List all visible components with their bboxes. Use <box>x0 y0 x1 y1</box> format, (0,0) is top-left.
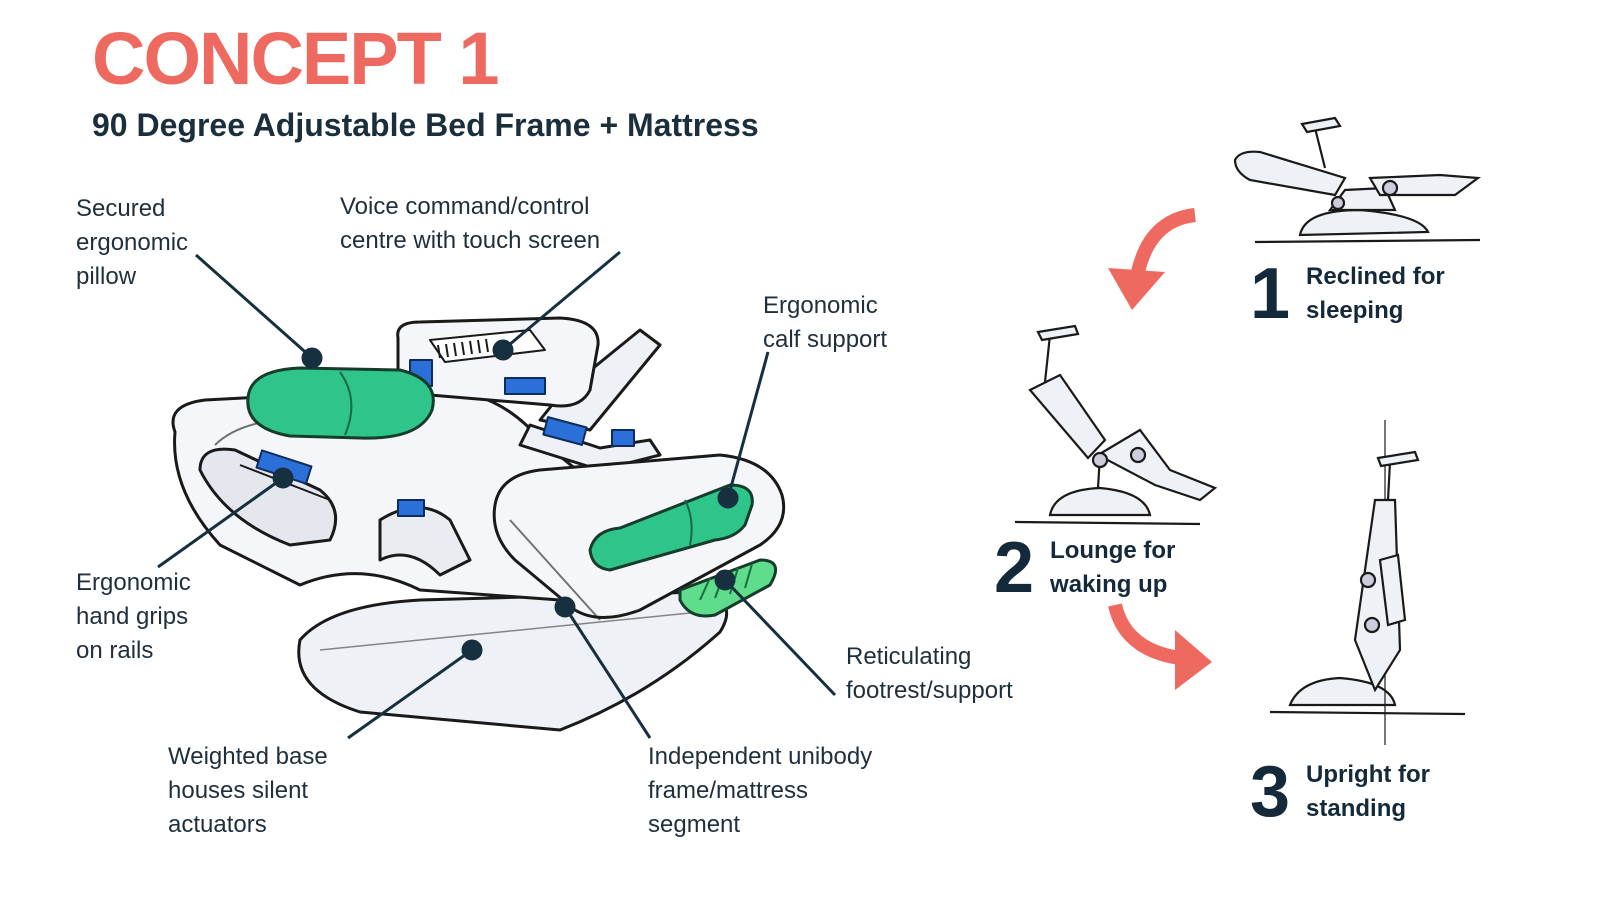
callout-pillow: Secured ergonomic pillow <box>76 195 189 290</box>
reclined-sketch <box>1233 116 1482 244</box>
hand-grip-rail <box>198 447 338 547</box>
arrow-recline-to-lounge <box>1131 208 1197 274</box>
callout-footrest: Reticulating footrest/support <box>846 643 1013 704</box>
bed-sketch <box>171 316 786 732</box>
callout-leaders <box>157 250 837 740</box>
callout-weighted-base: Weighted base houses silent actuators <box>168 743 328 838</box>
step-reclined: 1 Reclined for sleeping <box>1250 258 1445 330</box>
step-caption: Lounge for waking up <box>1050 537 1176 598</box>
concept-subtitle: 90 Degree Adjustable Bed Frame + Mattres… <box>92 107 759 143</box>
weighted-base <box>297 590 729 732</box>
arrow-lounge-to-upright <box>1108 603 1182 665</box>
callout-unibody-segment: Independent unibody frame/mattress segme… <box>648 743 873 838</box>
callout-calf-support: Ergonomic calf support <box>763 292 888 353</box>
concept-title: CONCEPT 1 <box>92 17 500 100</box>
step-number: 1 <box>1250 254 1291 334</box>
step-lounge: 2 Lounge for waking up <box>994 532 1175 604</box>
step-caption: Reclined for sleeping <box>1306 263 1445 324</box>
step-upright: 3 Upright for standing <box>1250 756 1430 828</box>
upright-sketch <box>1269 420 1466 745</box>
step-number: 2 <box>994 528 1035 608</box>
ergonomic-pillow <box>246 366 435 440</box>
callout-hand-grips: Ergonomic hand grips on rails <box>76 569 191 664</box>
callout-voice-control: Voice command/control centre with touch … <box>340 193 601 254</box>
lounge-sketch <box>1014 324 1218 526</box>
calf-support <box>588 483 754 572</box>
transition-arrows <box>1108 208 1212 690</box>
step-caption: Upright for standing <box>1306 761 1431 822</box>
step-number: 3 <box>1250 752 1291 832</box>
